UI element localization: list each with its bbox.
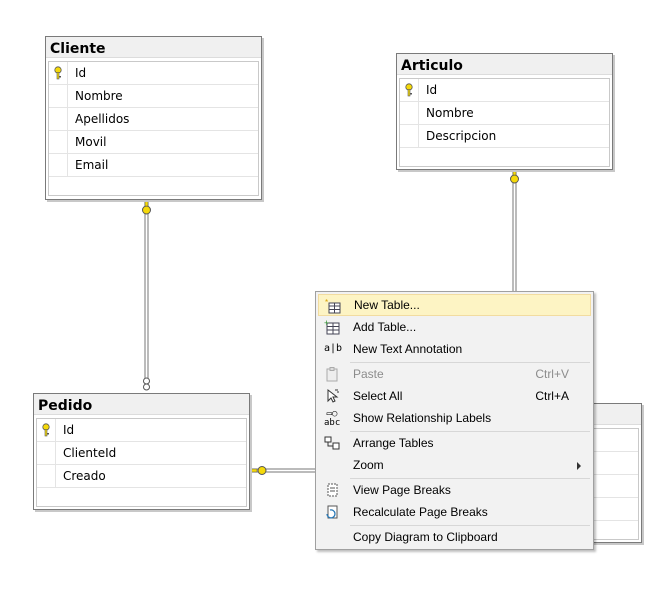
table-title: Articulo — [397, 54, 612, 75]
column-name: Id — [426, 83, 438, 97]
column-list: Id Nombre Apellidos Movil Email — [48, 61, 259, 196]
primary-key-icon — [42, 423, 50, 437]
context-menu: * New Table... + Add Table... a|b New Te… — [315, 291, 594, 550]
table-articulo[interactable]: Articulo Id Nombre Descripcion — [396, 53, 613, 170]
table-cliente[interactable]: Cliente Id Nombre Apellidos Movil Email — [45, 36, 262, 200]
menu-item-select-all[interactable]: Select All Ctrl+A — [318, 385, 591, 407]
table-pedido[interactable]: Pedido Id ClienteId Creado — [33, 393, 250, 510]
column-name: Nombre — [426, 106, 474, 120]
column-row[interactable]: Descripcion — [400, 125, 609, 148]
column-row[interactable]: Email — [49, 154, 258, 177]
column-name: Apellidos — [75, 112, 130, 126]
add-table-icon: + — [324, 318, 340, 335]
menu-separator — [350, 431, 590, 432]
relationship-labels-icon: ▭○abc — [324, 409, 341, 428]
column-name: Id — [63, 423, 75, 437]
menu-item-zoom[interactable]: Zoom — [318, 454, 591, 476]
menu-item-label: New Text Annotation — [353, 342, 463, 356]
menu-item-label: Arrange Tables — [353, 436, 434, 450]
menu-item-label: Show Relationship Labels — [353, 411, 492, 425]
page-breaks-icon — [324, 482, 340, 498]
select-all-icon — [324, 388, 340, 404]
menu-item-label: Add Table... — [353, 320, 417, 334]
key-end-icon — [510, 168, 519, 184]
recalculate-icon — [324, 504, 340, 520]
menu-item-shortcut: Ctrl+V — [535, 367, 569, 381]
column-row[interactable]: Nombre — [400, 102, 609, 125]
menu-item-label: Copy Diagram to Clipboard — [353, 530, 498, 544]
menu-item-label: Select All — [353, 389, 403, 403]
empty-row[interactable] — [400, 148, 609, 166]
column-list: Id Nombre Descripcion — [399, 78, 610, 167]
svg-text:+: + — [324, 319, 329, 328]
menu-item-label: Recalculate Page Breaks — [353, 505, 488, 519]
primary-key-icon — [405, 83, 413, 97]
column-row[interactable]: Apellidos — [49, 108, 258, 131]
column-list: Id ClienteId Creado — [36, 418, 247, 507]
svg-text:*: * — [325, 298, 328, 307]
key-end-icon — [142, 199, 151, 215]
menu-separator — [350, 362, 590, 363]
empty-row[interactable] — [49, 177, 258, 195]
column-row[interactable]: Id — [400, 79, 609, 102]
menu-item-paste[interactable]: Paste Ctrl+V — [318, 363, 591, 385]
paste-icon — [324, 366, 340, 382]
column-name: Creado — [63, 469, 106, 483]
arrange-tables-icon — [324, 435, 340, 451]
menu-item-new-text-annotation[interactable]: a|b New Text Annotation — [318, 338, 591, 360]
menu-item-view-page-breaks[interactable]: View Page Breaks — [318, 479, 591, 501]
menu-item-arrange-tables[interactable]: Arrange Tables — [318, 432, 591, 454]
menu-separator — [350, 525, 590, 526]
column-row[interactable]: Movil — [49, 131, 258, 154]
table-hidden[interactable] — [585, 403, 642, 543]
new-table-icon: * — [325, 298, 341, 314]
text-annotation-icon: a|b — [324, 343, 343, 354]
primary-key-icon — [54, 66, 62, 80]
column-name: Id — [75, 66, 87, 80]
column-row[interactable]: Id — [49, 62, 258, 85]
menu-item-show-relationship-labels[interactable]: ▭○abc Show Relationship Labels — [318, 407, 591, 429]
column-row[interactable]: Creado — [37, 465, 246, 488]
menu-item-label: Zoom — [353, 458, 384, 472]
menu-item-copy-diagram[interactable]: Copy Diagram to Clipboard — [318, 526, 591, 548]
menu-item-label: Paste — [353, 367, 384, 381]
column-name: Movil — [75, 135, 107, 149]
menu-item-label: New Table... — [354, 298, 420, 312]
column-row[interactable]: Nombre — [49, 85, 258, 108]
menu-item-label: View Page Breaks — [353, 483, 451, 497]
column-name: Descripcion — [426, 129, 497, 143]
column-row[interactable]: Id — [37, 419, 246, 442]
column-name: ClienteId — [63, 446, 117, 460]
menu-item-shortcut: Ctrl+A — [535, 389, 569, 403]
table-title: Pedido — [34, 394, 249, 415]
menu-item-add-table[interactable]: + Add Table... — [318, 316, 591, 338]
menu-item-new-table[interactable]: * New Table... — [318, 294, 591, 316]
infinity-end-icon — [143, 377, 150, 391]
column-row[interactable]: ClienteId — [37, 442, 246, 465]
column-name: Email — [75, 158, 109, 172]
key-end-icon — [250, 466, 267, 475]
column-name: Nombre — [75, 89, 123, 103]
menu-item-recalculate-page-breaks[interactable]: Recalculate Page Breaks — [318, 501, 591, 523]
menu-separator — [350, 478, 590, 479]
table-title: Cliente — [46, 37, 261, 58]
empty-row[interactable] — [37, 488, 246, 506]
submenu-arrow-icon — [577, 462, 581, 470]
